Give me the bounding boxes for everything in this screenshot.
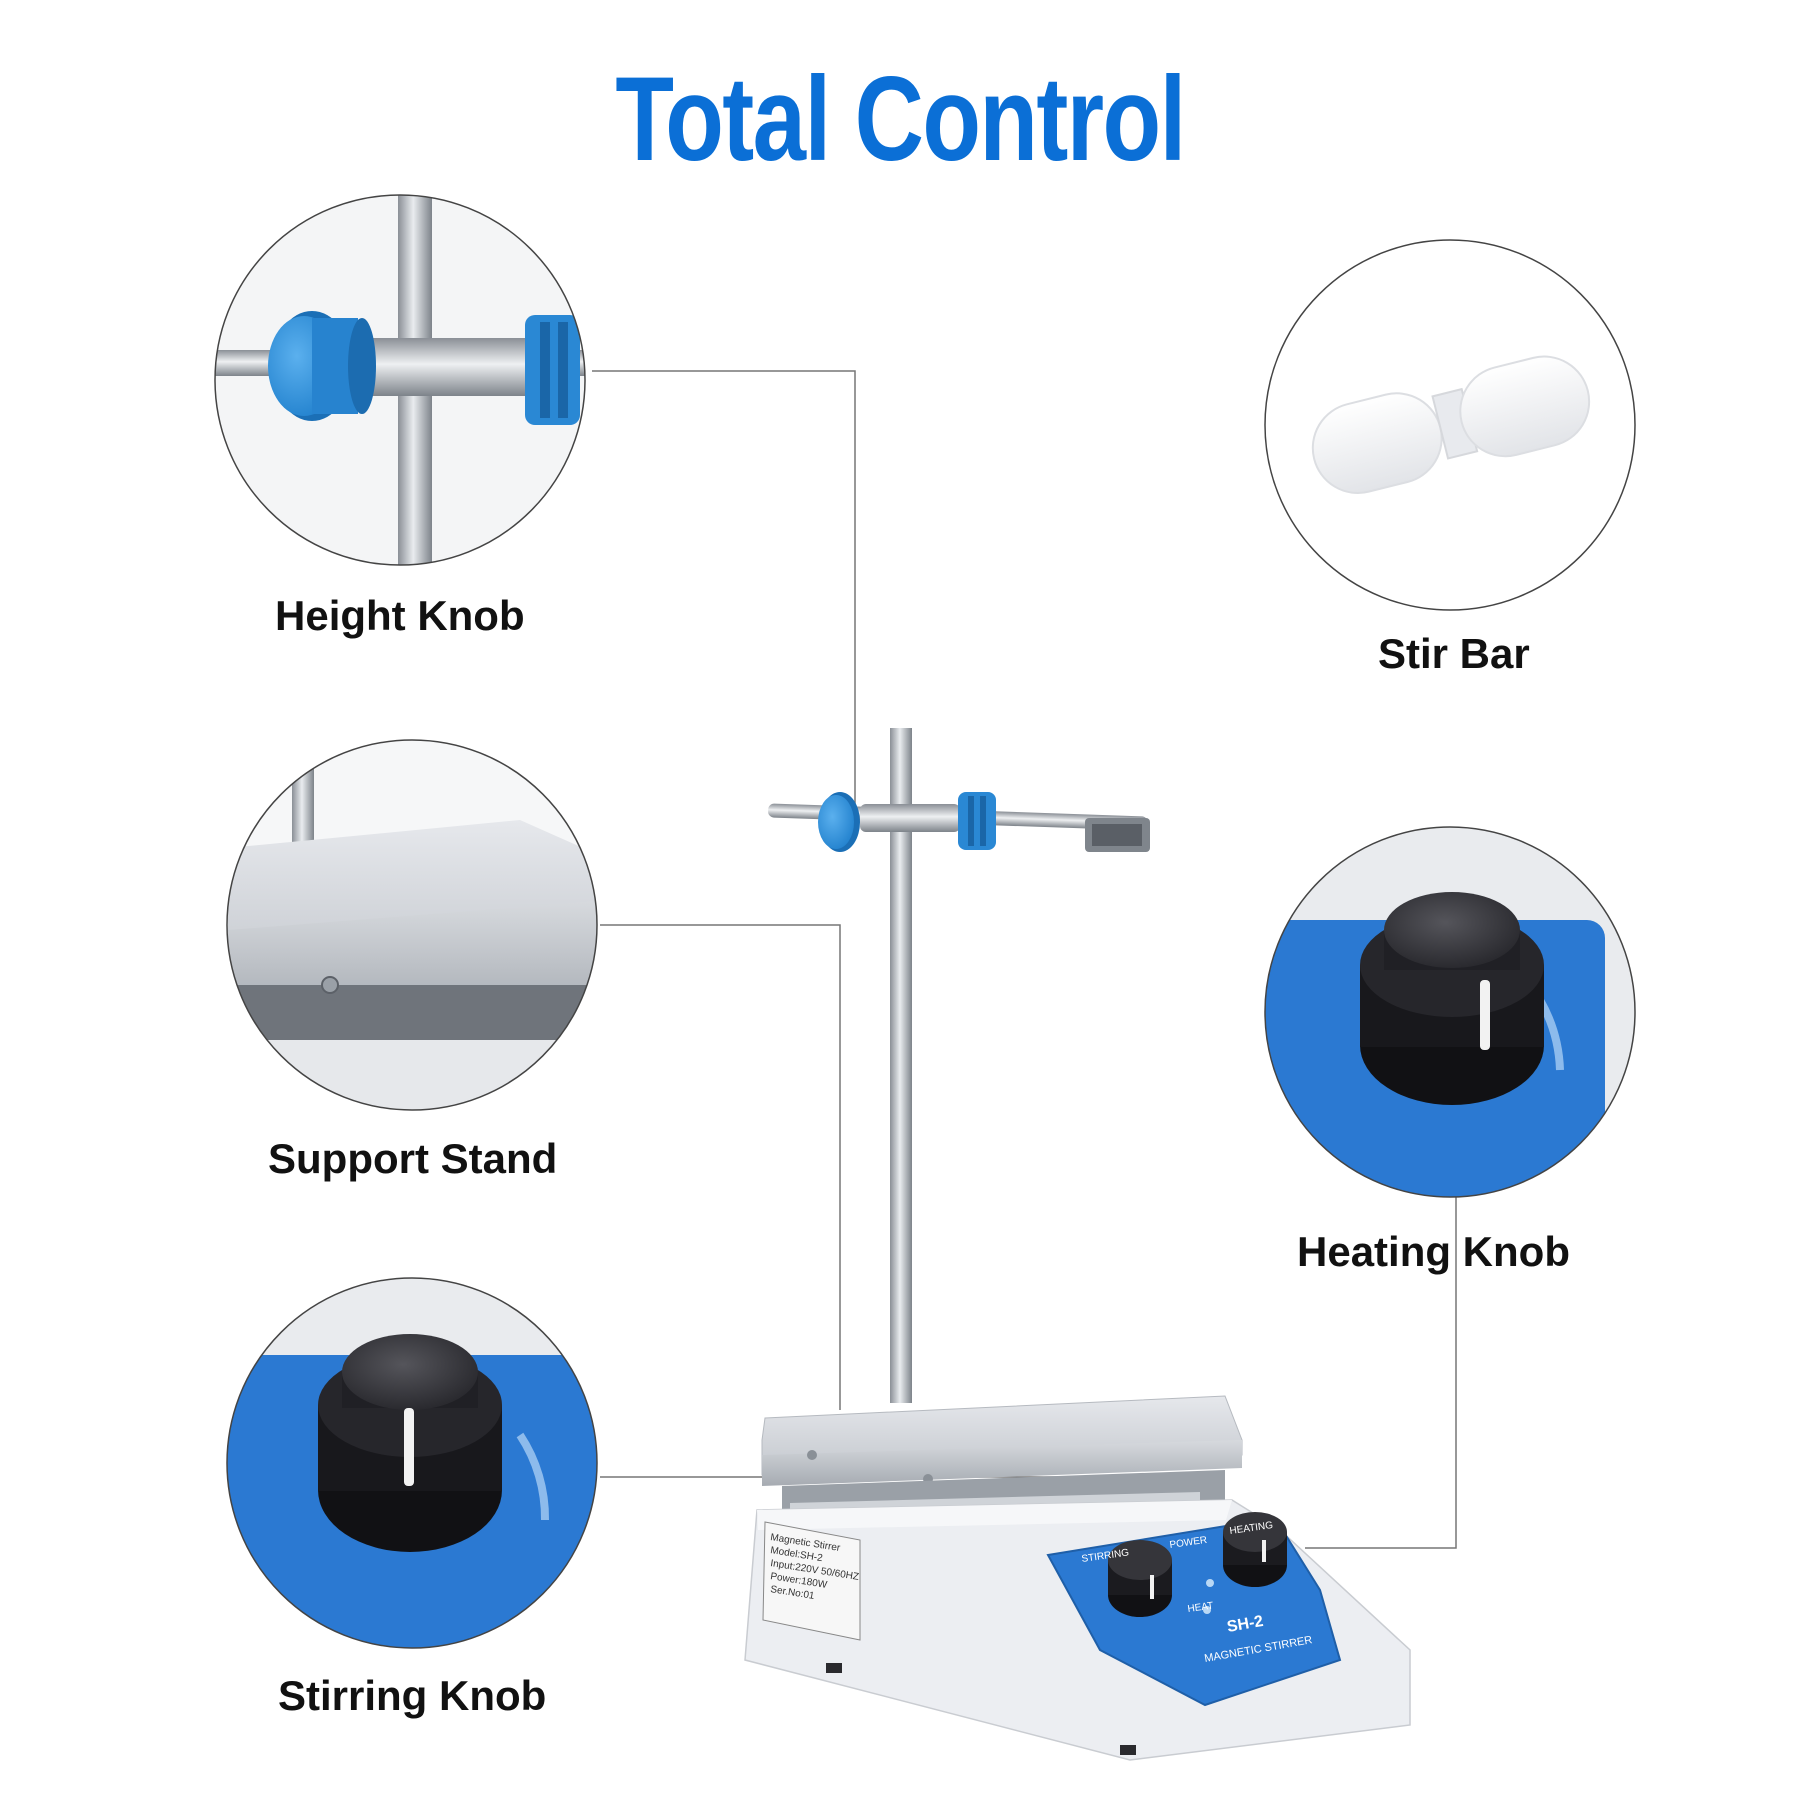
support-stand-leader — [600, 924, 841, 1410]
heating-knob-icon — [1223, 1512, 1287, 1587]
power-indicator — [1206, 1579, 1214, 1587]
model-label: SH-2 — [1226, 1613, 1265, 1636]
stir-bar-label: Stir Bar — [1378, 630, 1530, 677]
stir-bar-closeup — [1264, 239, 1636, 611]
heating-knob-icon — [1360, 892, 1544, 1105]
stir-bar-icon — [1311, 355, 1591, 494]
heating-knob-label: Heating Knob — [1297, 1228, 1570, 1275]
clamp-jaw-icon — [1085, 818, 1150, 852]
clamp-knob-icon — [958, 792, 996, 850]
stirring-knob-icon — [1108, 1540, 1172, 1617]
stirring-knob-closeup — [226, 1277, 598, 1649]
stirring-knob-label: Stirring Knob — [278, 1672, 547, 1719]
blue-knob-icon — [268, 311, 376, 421]
support-rod — [890, 728, 912, 1403]
magnetic-stirrer-device — [744, 728, 1411, 1761]
stirring-knob-icon — [318, 1334, 502, 1552]
height-knob-closeup — [214, 194, 586, 566]
height-knob-label: Height Knob — [275, 592, 525, 639]
blue-knob-icon — [525, 315, 580, 425]
nameplate-sticker — [762, 1521, 861, 1641]
page-title: Total Control — [615, 52, 1186, 186]
power-label: POWER — [1169, 1535, 1208, 1551]
height-knob-leader — [592, 370, 856, 808]
heat-label: HEAT — [1187, 1600, 1214, 1615]
heating-knob-leader — [1305, 1195, 1457, 1549]
support-stand-label: Support Stand — [268, 1135, 558, 1182]
heating-knob-closeup — [1264, 826, 1636, 1198]
height-knob-icon — [818, 792, 860, 852]
support-stand-closeup — [226, 739, 598, 1111]
heat-indicator — [1203, 1606, 1211, 1614]
